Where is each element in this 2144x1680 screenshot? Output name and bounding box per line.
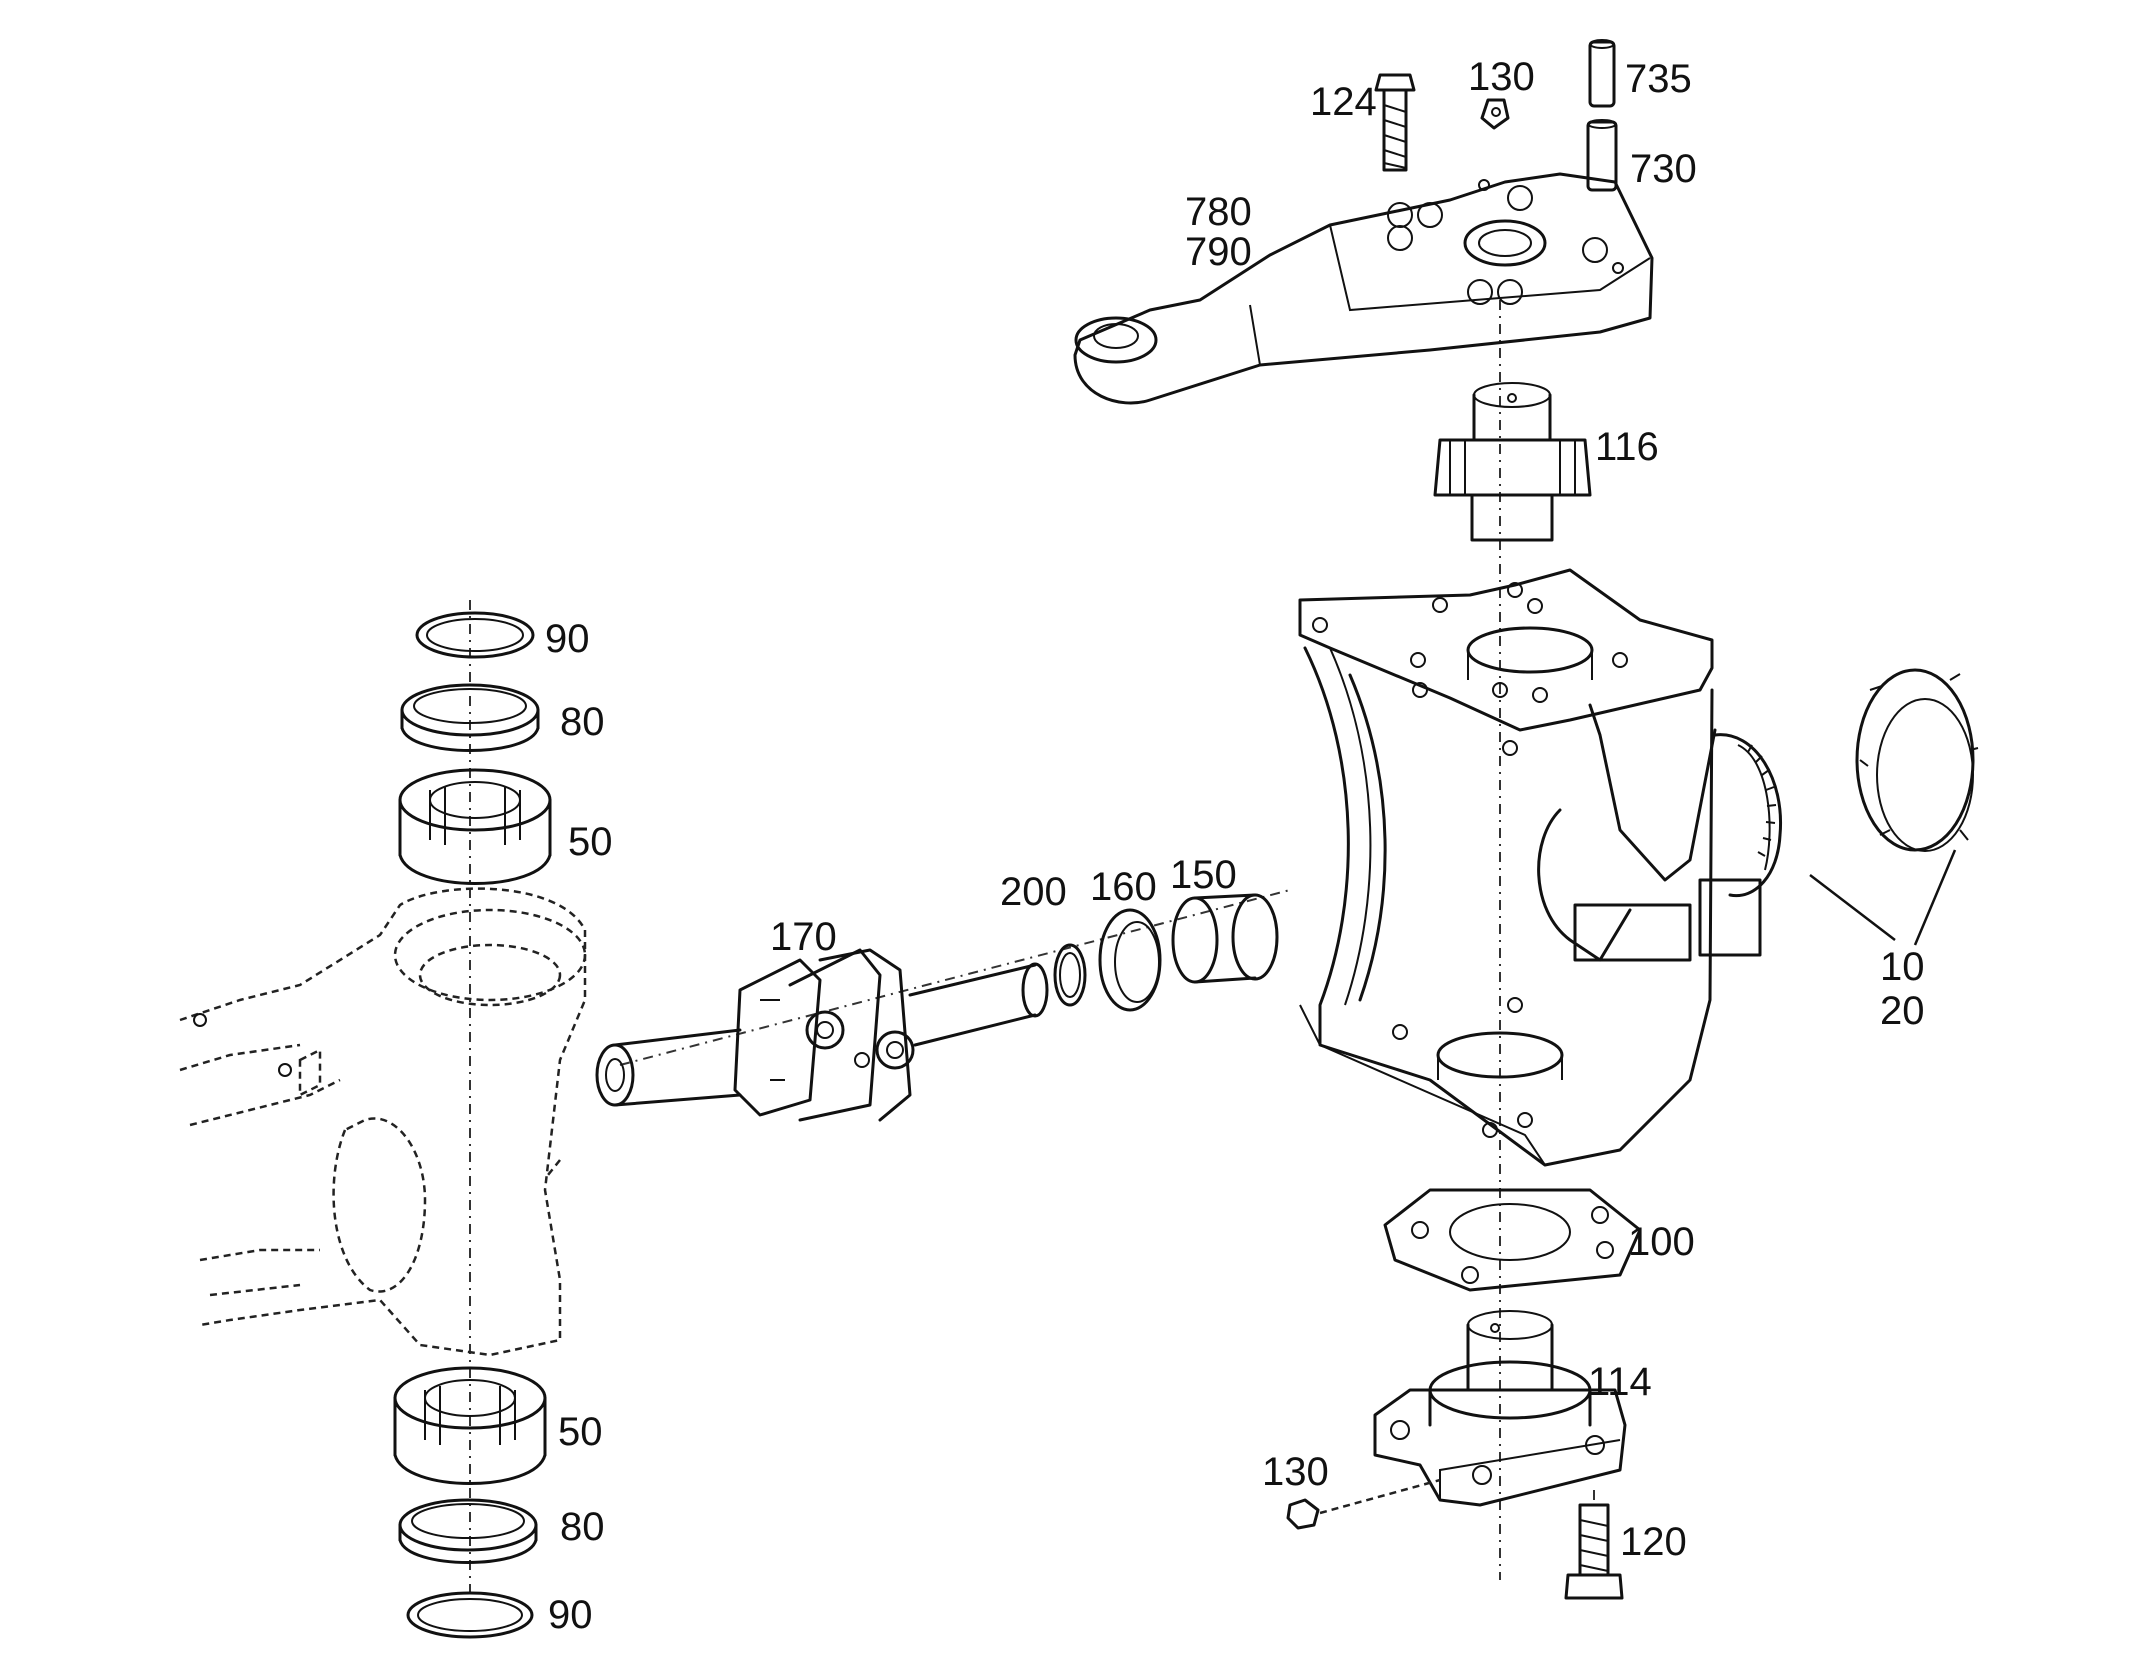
steering-arm-780-790 (1073, 172, 1654, 405)
callout-120: 120 (1620, 1520, 1687, 1564)
callout-790: 790 (1185, 230, 1252, 274)
king-pin-116 (1433, 382, 1592, 542)
grease-nipple-130-bottom (1286, 1478, 1441, 1530)
callout-160: 160 (1090, 865, 1157, 909)
callout-130-bottom: 130 (1262, 1450, 1329, 1494)
callout-20: 20 (1880, 989, 1925, 1033)
callout-735: 735 (1625, 57, 1692, 101)
leaders-10-20 (1809, 849, 1957, 946)
callout-50-bottom: 50 (558, 1410, 603, 1454)
callout-730: 730 (1630, 147, 1697, 191)
bolt-120 (1564, 1490, 1624, 1600)
tapered-bearing-50-top (398, 768, 552, 885)
lower-king-pin-114 (1373, 1310, 1627, 1507)
pin-730 (1586, 119, 1618, 192)
steering-knuckle-housing (1298, 568, 1783, 1167)
callout-780: 780 (1185, 190, 1252, 234)
callout-150: 150 (1170, 853, 1237, 897)
axle-housing-dashed (179, 887, 587, 1357)
slotted-nut-10-20 (1855, 668, 1979, 852)
callout-labels: 124 130 735 730 780 790 116 90 80 50 200… (545, 55, 1925, 1637)
callout-90-bottom: 90 (548, 1593, 593, 1637)
tapered-bearing-50-bottom (393, 1366, 547, 1485)
callout-124: 124 (1310, 80, 1377, 124)
callout-130-top: 130 (1468, 55, 1535, 99)
callout-80-bottom: 80 (560, 1505, 605, 1549)
shim-80-bottom (398, 1498, 538, 1564)
callout-50-top: 50 (568, 820, 613, 864)
snap-ring-200 (1053, 943, 1087, 1007)
callout-90-top: 90 (545, 617, 590, 661)
universal-joint-shaft-170 (595, 948, 1049, 1122)
callout-200: 200 (1000, 870, 1067, 914)
snap-ring-90-bottom (406, 1591, 534, 1639)
bush-150 (1171, 893, 1279, 984)
pin-735 (1588, 39, 1616, 108)
grease-nipple-130-top (1480, 98, 1510, 130)
callout-100: 100 (1628, 1220, 1695, 1264)
gasket-100 (1383, 1188, 1642, 1292)
callout-170: 170 (770, 915, 837, 959)
snap-ring-90-top (415, 611, 535, 659)
shim-80-top (400, 683, 540, 752)
assembly-axes (469, 300, 1501, 1600)
seal-ring-160 (1098, 908, 1162, 1012)
callout-114: 114 (1588, 1360, 1652, 1404)
callout-10: 10 (1880, 945, 1925, 989)
callout-116: 116 (1595, 425, 1659, 469)
bolt-124 (1374, 73, 1416, 172)
callout-80-top: 80 (560, 700, 605, 744)
